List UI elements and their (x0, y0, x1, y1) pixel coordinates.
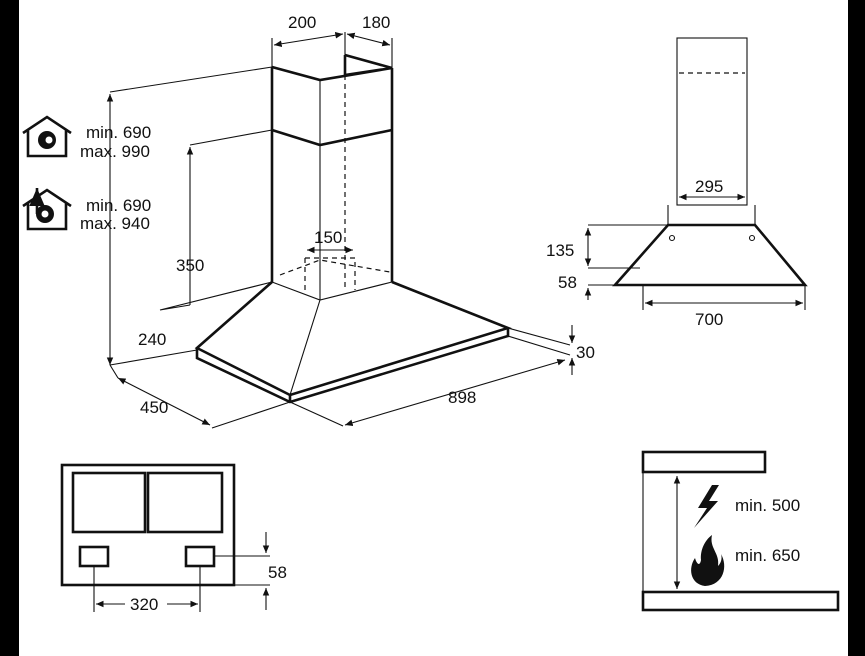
dim-front-chimney: 295 (695, 177, 723, 196)
dim-chimney-depth: 180 (362, 13, 390, 32)
lightning-icon (694, 485, 719, 528)
recirc-max: max. 990 (80, 142, 150, 161)
hood-bottom-view: 320 58 (60, 463, 287, 614)
hood-front-view: 295 135 58 700 (546, 37, 808, 329)
electric-min: min. 500 (735, 496, 800, 515)
dim-front-58: 58 (558, 273, 577, 292)
dim-depth: 450 (140, 398, 168, 417)
dim-bottom-320: 320 (130, 595, 158, 614)
dim-bottom-58: 58 (268, 563, 287, 582)
dim-front-700: 700 (695, 310, 723, 329)
recirculation-house-icon (22, 115, 72, 158)
dim-edge-thickness: 30 (576, 343, 595, 362)
flame-icon (691, 535, 725, 586)
left-black-border (0, 0, 19, 656)
hood-isometric-view: 200 180 150 350 240 450 898 30 (106, 13, 595, 429)
dim-outlet: 150 (314, 228, 342, 247)
dim-chimney-lower: 350 (176, 256, 204, 275)
extraction-house-icon (22, 188, 72, 231)
dim-canopy-height: 240 (138, 330, 166, 349)
installation-height-view: min. 500 min. 650 (641, 450, 840, 612)
extract-max: max. 940 (80, 214, 150, 233)
dim-chimney-width: 200 (288, 13, 316, 32)
dim-width: 898 (448, 388, 476, 407)
recirc-min: min. 690 (86, 123, 151, 142)
gas-min: min. 650 (735, 546, 800, 565)
dim-front-135: 135 (546, 241, 574, 260)
right-black-border (848, 0, 865, 656)
extract-min: min. 690 (86, 196, 151, 215)
